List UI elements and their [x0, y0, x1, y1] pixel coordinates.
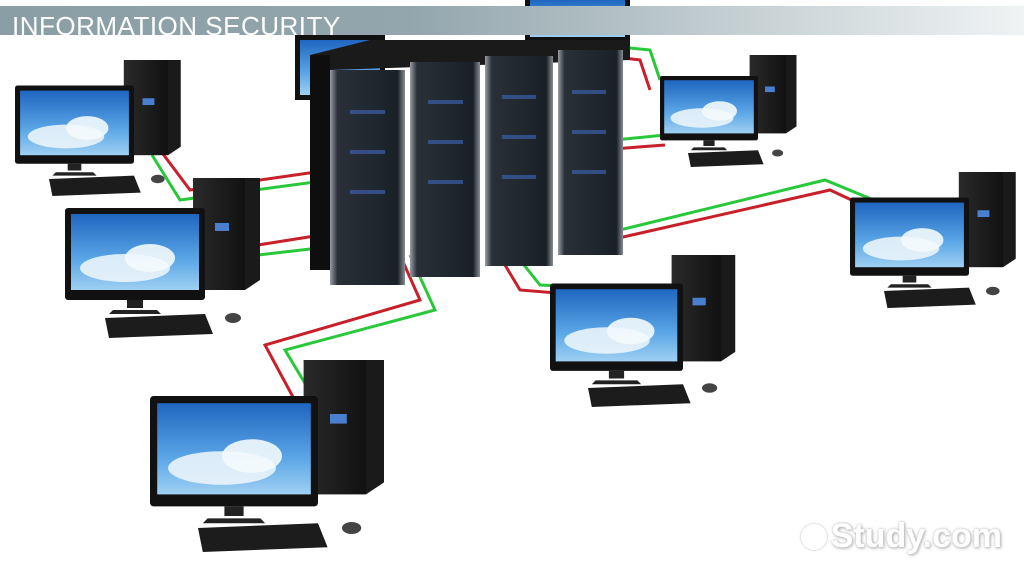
cable-red — [158, 149, 331, 192]
computer-bottom-left — [150, 360, 384, 552]
server-rack — [330, 70, 405, 285]
title-banner: INFORMATION SECURITY — [0, 6, 1024, 41]
cable-green — [282, 254, 438, 401]
page-title: INFORMATION SECURITY — [12, 11, 341, 41]
cable-green — [150, 154, 331, 202]
computer-top-right — [660, 55, 797, 167]
study-logo-icon — [800, 523, 827, 550]
watermark: Study.com — [800, 517, 1002, 556]
server-rack — [485, 56, 553, 266]
cable-red — [262, 254, 423, 411]
computer-right — [850, 172, 1016, 308]
watermark-text: Study.com — [830, 517, 1002, 555]
computer-bottom-center — [550, 255, 736, 407]
server-rack — [558, 50, 623, 255]
server-rack — [410, 62, 480, 277]
computer-left — [65, 178, 260, 338]
computer-top-left — [15, 60, 181, 196]
server-racks — [310, 40, 630, 285]
